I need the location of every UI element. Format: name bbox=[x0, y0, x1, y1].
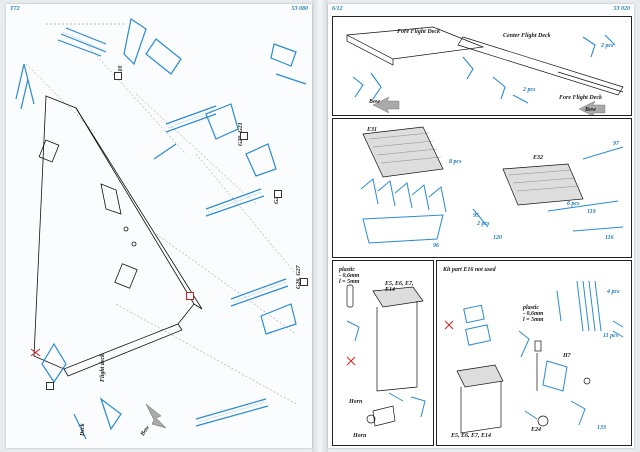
pcs-label: 2 pcs bbox=[477, 221, 490, 227]
part-116: 116 bbox=[605, 235, 614, 241]
part-e24: E24 bbox=[531, 427, 542, 433]
part-96: 96 bbox=[433, 243, 439, 249]
page-gutter bbox=[312, 0, 328, 452]
horn-label-2: Horn bbox=[353, 433, 367, 439]
deck-label: Deck bbox=[80, 423, 86, 436]
right-header-code: 6/12 bbox=[332, 6, 343, 12]
step-checkbox-red[interactable] bbox=[186, 292, 194, 300]
pcs-label: 6 pcs bbox=[567, 201, 580, 207]
bow-arrow-icon bbox=[145, 403, 167, 429]
part-119: 119 bbox=[587, 209, 596, 215]
bow-arrow-icon bbox=[372, 96, 400, 114]
top-panel: Fore Flight Deck Center Flight Deck Fore… bbox=[332, 16, 632, 116]
step-checkbox[interactable] bbox=[114, 72, 122, 80]
e-parts-top: E5, E6, E7,E14 bbox=[385, 281, 414, 293]
kit-note: Kit part E16 not used bbox=[443, 267, 496, 273]
flight-deck-label: Flight deck bbox=[100, 353, 106, 382]
part-h7: H7 bbox=[563, 353, 571, 359]
bow-label: Bow bbox=[585, 107, 597, 113]
part-e32: E32 bbox=[533, 155, 544, 161]
step-checkbox[interactable] bbox=[274, 190, 282, 198]
page-number-right: 133 bbox=[597, 425, 606, 431]
pcs-label: 2 pcs bbox=[601, 43, 614, 49]
middle-panel: E31 E32 8 pcs 6 pcs 2 pcs 119 116 120 95… bbox=[332, 118, 632, 258]
pcs-label: 8 pcs bbox=[449, 159, 462, 165]
eleven-pcs-label: 11 pcs bbox=[603, 333, 619, 339]
left-header-number: 53 080 bbox=[291, 6, 309, 12]
horn-label: Horn bbox=[349, 399, 363, 405]
horn-assembly-drawing bbox=[346, 284, 426, 427]
part-e31: E31 bbox=[367, 127, 378, 133]
step-checkbox[interactable] bbox=[240, 132, 248, 140]
pcs-label: 2 pcs bbox=[523, 87, 536, 93]
fore-flight-deck-label: Fore Flight Deck bbox=[397, 29, 440, 35]
right-page: 6/12 53 020 Fore Flight Deck Cen bbox=[328, 4, 634, 448]
part-97: 97 bbox=[613, 141, 619, 147]
fore-flight-deck-label-2: Fore Flight Deck bbox=[559, 95, 602, 101]
left-assembly-drawing bbox=[15, 18, 307, 440]
step-checkbox[interactable] bbox=[300, 278, 308, 286]
part-120: 120 bbox=[493, 235, 502, 241]
right-header-number: 53 020 bbox=[613, 6, 631, 12]
flight-deck-drawing bbox=[345, 26, 624, 115]
red-cross-icon bbox=[444, 320, 454, 330]
e-parts-bottom: E5, E6, E7, E14 bbox=[451, 433, 492, 439]
part-95: 95 bbox=[473, 213, 479, 219]
bow-label: Bow bbox=[369, 99, 381, 105]
island-assembly-drawing bbox=[444, 280, 624, 434]
left-page: T72 53 080 bbox=[6, 4, 312, 448]
four-pcs-label: 4 pcs bbox=[607, 289, 620, 295]
left-header-code: T72 bbox=[10, 6, 20, 12]
red-cross-icon bbox=[346, 356, 356, 366]
deck-part-drawing bbox=[360, 126, 624, 244]
step-checkbox[interactable] bbox=[46, 382, 54, 390]
center-flight-deck-label: Center Flight Deck bbox=[503, 33, 551, 39]
bow-arrow-icon bbox=[578, 100, 606, 115]
